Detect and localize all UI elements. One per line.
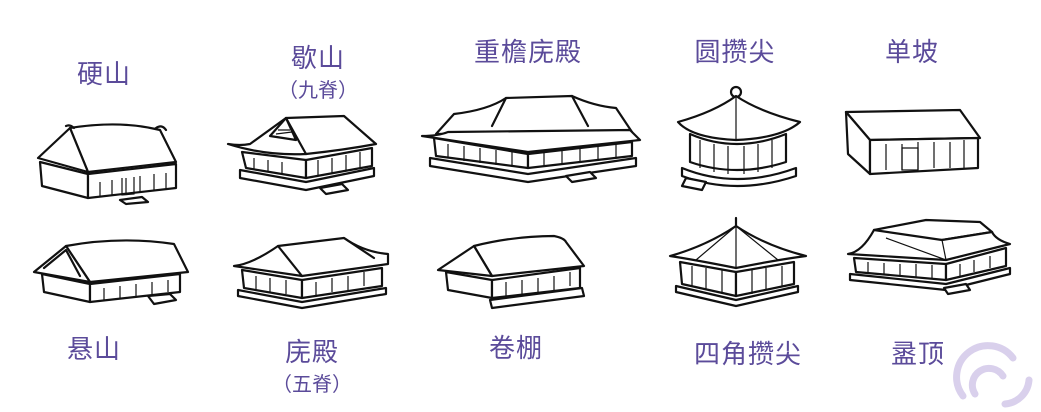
label-yingshan: 硬山 [76,60,132,90]
watermark-logo [953,342,1033,408]
label-danpo: 单坡 [884,38,940,68]
label-wudian: 庑殿 [284,338,340,368]
label-xieshan-sub: （九脊） [278,78,358,102]
label-xuanshan: 悬山 [66,335,122,365]
yingshan-drawing [30,118,180,202]
xieshan-drawing [226,108,386,200]
label-sijiao-cuanjian: 四角攒尖 [693,340,803,370]
label-xieshan: 歇山 [290,44,346,74]
label-wudian-sub: （五脊） [272,372,352,396]
chongyan-wudian-drawing [418,92,642,188]
label-juanpeng: 卷棚 [488,334,544,364]
label-chongyan-wudian: 重檐庑殿 [473,38,583,68]
sijiao-cuanjian-drawing [666,216,810,312]
xuanshan-drawing [30,238,190,310]
danpo-drawing [842,108,984,180]
juanpeng-drawing [434,232,596,314]
yuan-cuanjian-drawing [672,82,804,194]
luding-drawing [846,214,1014,296]
label-luding: 盝顶 [890,340,946,370]
wudian-drawing [232,230,392,310]
label-yuan-cuanjian: 圆攒尖 [694,38,776,68]
